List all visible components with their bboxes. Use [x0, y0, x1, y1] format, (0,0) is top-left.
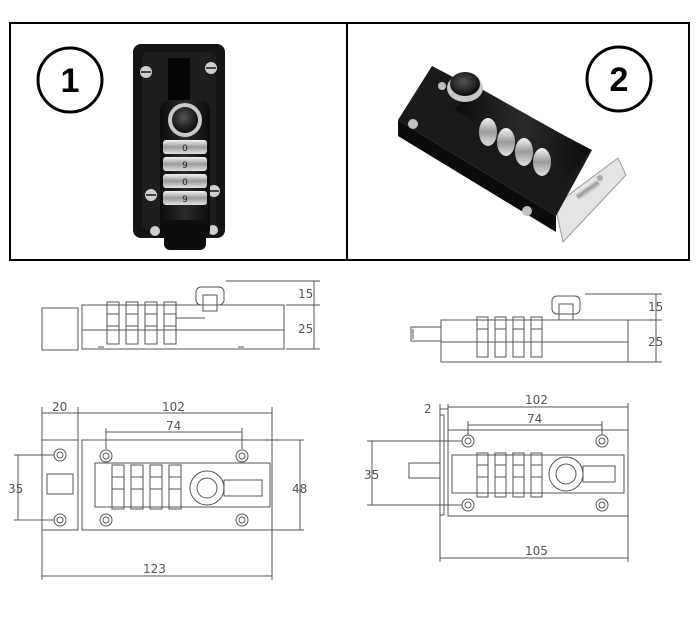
dim-right-plate-height: 35	[364, 468, 379, 482]
dim-right-bolt-width: 102	[525, 393, 548, 407]
combination-rollers: 0 9 0 9	[163, 140, 207, 205]
drawing-right-side-view	[410, 293, 662, 363]
horizontal-lock-photo	[398, 66, 627, 244]
dim-right-body-height: 25	[648, 335, 663, 349]
dim-left-top-height: 15	[298, 287, 313, 301]
screw-icon	[140, 62, 220, 236]
svg-text:1: 1	[61, 62, 80, 100]
dim-right-total-length: 105	[525, 544, 548, 558]
dim-right-plate-thickness: 2	[424, 402, 432, 416]
dim-right-top-height: 15	[648, 300, 663, 314]
combination-rollers	[479, 118, 551, 176]
dim-right-hole-spacing: 74	[527, 412, 542, 426]
dim-left-bolt-width: 102	[162, 400, 185, 414]
dim-left-hole-spacing: 74	[166, 419, 181, 433]
badge-1: 1	[36, 46, 104, 114]
svg-text:0: 0	[182, 144, 188, 154]
svg-text:2: 2	[610, 61, 629, 99]
drawing-right-front-view	[367, 403, 629, 562]
dim-left-plate-height: 35	[8, 482, 23, 496]
svg-text:9: 9	[182, 195, 188, 205]
knob-icon	[168, 103, 202, 137]
drawing-left-front-view	[14, 407, 304, 580]
svg-text:0: 0	[182, 178, 188, 188]
panel-2: 2	[398, 45, 653, 244]
knob-icon	[447, 72, 483, 102]
vertical-lock-photo: 0 9 0 9	[133, 44, 225, 250]
dim-left-plate-width: 20	[52, 400, 67, 414]
svg-text:9: 9	[182, 161, 188, 171]
dim-left-body-height: 25	[298, 322, 313, 336]
badge-2: 2	[585, 45, 653, 113]
drawing-left-side-view	[41, 280, 320, 351]
panel-1: 1	[36, 44, 225, 250]
dim-left-total-height: 48	[292, 482, 307, 496]
photo-panel-frame	[9, 22, 690, 261]
dim-left-total-length: 123	[143, 562, 166, 576]
